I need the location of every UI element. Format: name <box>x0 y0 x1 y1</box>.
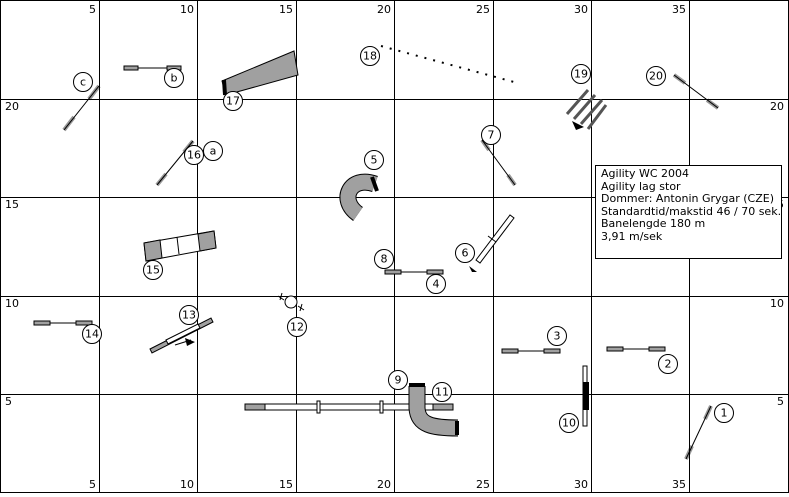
grid-bottom-label: 5 <box>89 478 96 491</box>
svg-text:7: 7 <box>488 129 495 142</box>
grid-left-label: 10 <box>5 297 19 310</box>
grid-top-label: 10 <box>180 3 194 16</box>
svg-text:5: 5 <box>371 154 378 167</box>
jump-2 <box>606 346 666 352</box>
jump-7 <box>480 138 517 187</box>
grid-bottom-label: 10 <box>180 478 194 491</box>
svg-text:16: 16 <box>187 149 201 162</box>
number-marker: 10 <box>559 413 579 433</box>
number-marker: 4 <box>426 274 446 294</box>
grid-left-label: 20 <box>5 100 19 113</box>
svg-text:17: 17 <box>226 95 240 108</box>
info-length: Banelengde 180 m <box>601 217 706 230</box>
number-marker: 3 <box>547 326 567 346</box>
grid-top-label: 30 <box>574 3 588 16</box>
svg-text:1: 1 <box>721 407 728 420</box>
long-jump-19 <box>565 89 608 130</box>
info-speed: 3,91 m/sek <box>601 229 663 243</box>
jump-14 <box>33 320 93 326</box>
svg-text:8: 8 <box>381 253 388 266</box>
number-marker: 6 <box>455 243 475 263</box>
number-marker: 1 <box>714 403 734 423</box>
course-info-box: Agility WC 2004 Agility lag stor Dommer:… <box>595 165 782 259</box>
dotted-line-18 <box>380 45 515 83</box>
info-judge: Dommer: Antonin Grygar (CZE) <box>601 192 775 205</box>
number-marker: 5 <box>364 150 384 170</box>
grid-top-label: 20 <box>377 3 391 16</box>
svg-text:19: 19 <box>574 68 588 81</box>
number-marker: a <box>203 141 223 161</box>
number-marker: 13 <box>179 305 199 325</box>
tunnel-5 <box>339 173 379 221</box>
number-marker: 16 <box>184 145 204 165</box>
number-marker: 2 <box>658 354 678 374</box>
svg-text:15: 15 <box>146 264 160 277</box>
tunnel-11 <box>408 383 459 437</box>
grid-bottom-label: 25 <box>476 478 490 491</box>
grid-right-label: 5 <box>777 395 784 408</box>
grid-left-label: 15 <box>5 198 19 211</box>
svg-text:6: 6 <box>462 247 469 260</box>
number-marker: 9 <box>388 370 408 390</box>
svg-text:c: c <box>80 76 86 89</box>
jump-3 <box>501 348 561 354</box>
grid-bottom-label: 35 <box>672 478 686 491</box>
number-marker: b <box>164 68 184 88</box>
number-marker: 8 <box>374 249 394 269</box>
svg-text:a: a <box>210 145 217 158</box>
contact-6 <box>469 214 515 272</box>
jump-8 <box>384 269 444 275</box>
svg-text:20: 20 <box>649 70 663 83</box>
grid-left-label: 5 <box>5 395 12 408</box>
svg-text:14: 14 <box>85 328 99 341</box>
svg-text:3: 3 <box>554 330 561 343</box>
grid-right-label: 20 <box>770 100 784 113</box>
svg-text:10: 10 <box>562 417 576 430</box>
grid-bottom-label: 20 <box>377 478 391 491</box>
grid-top-label: 35 <box>672 3 686 16</box>
svg-text:2: 2 <box>665 358 672 371</box>
number-marker: 19 <box>571 64 591 84</box>
svg-text:4: 4 <box>433 278 440 291</box>
svg-text:11: 11 <box>435 386 449 399</box>
number-marker: 15 <box>143 260 163 280</box>
svg-text:12: 12 <box>290 321 304 334</box>
wall-10 <box>582 365 589 427</box>
jump-c <box>62 84 101 132</box>
number-marker: 12 <box>287 317 307 337</box>
number-marker: 17 <box>223 91 243 111</box>
grid-top-label: 5 <box>89 3 96 16</box>
grid-bottom-label: 15 <box>279 478 293 491</box>
svg-text:18: 18 <box>363 50 377 63</box>
number-marker: 18 <box>360 46 380 66</box>
table-15 <box>143 230 217 262</box>
info-time: Standardtid/makstid 46 / 70 sek. <box>601 204 782 218</box>
grid-right-label: 10 <box>770 297 784 310</box>
grid-bottom-label: 30 <box>574 478 588 491</box>
number-marker: 20 <box>646 66 666 86</box>
number-marker: 11 <box>432 382 452 402</box>
number-marker: 14 <box>82 324 102 344</box>
svg-text:13: 13 <box>182 309 196 322</box>
jump-20 <box>672 73 720 110</box>
svg-text:9: 9 <box>395 374 402 387</box>
number-marker: c <box>73 72 93 92</box>
jump-1 <box>684 405 713 460</box>
info-event: Agility WC 2004 <box>601 167 690 180</box>
info-class: Agility lag stor <box>601 179 681 193</box>
number-marker: 7 <box>481 125 501 145</box>
tyre-12 <box>277 292 305 312</box>
svg-text:b: b <box>171 72 178 85</box>
seesaw-13 <box>149 317 214 354</box>
collapsed-tunnel-17 <box>221 50 299 96</box>
grid-top-label: 15 <box>279 3 293 16</box>
dog-walk <box>244 400 454 414</box>
grid-top-label: 25 <box>476 3 490 16</box>
